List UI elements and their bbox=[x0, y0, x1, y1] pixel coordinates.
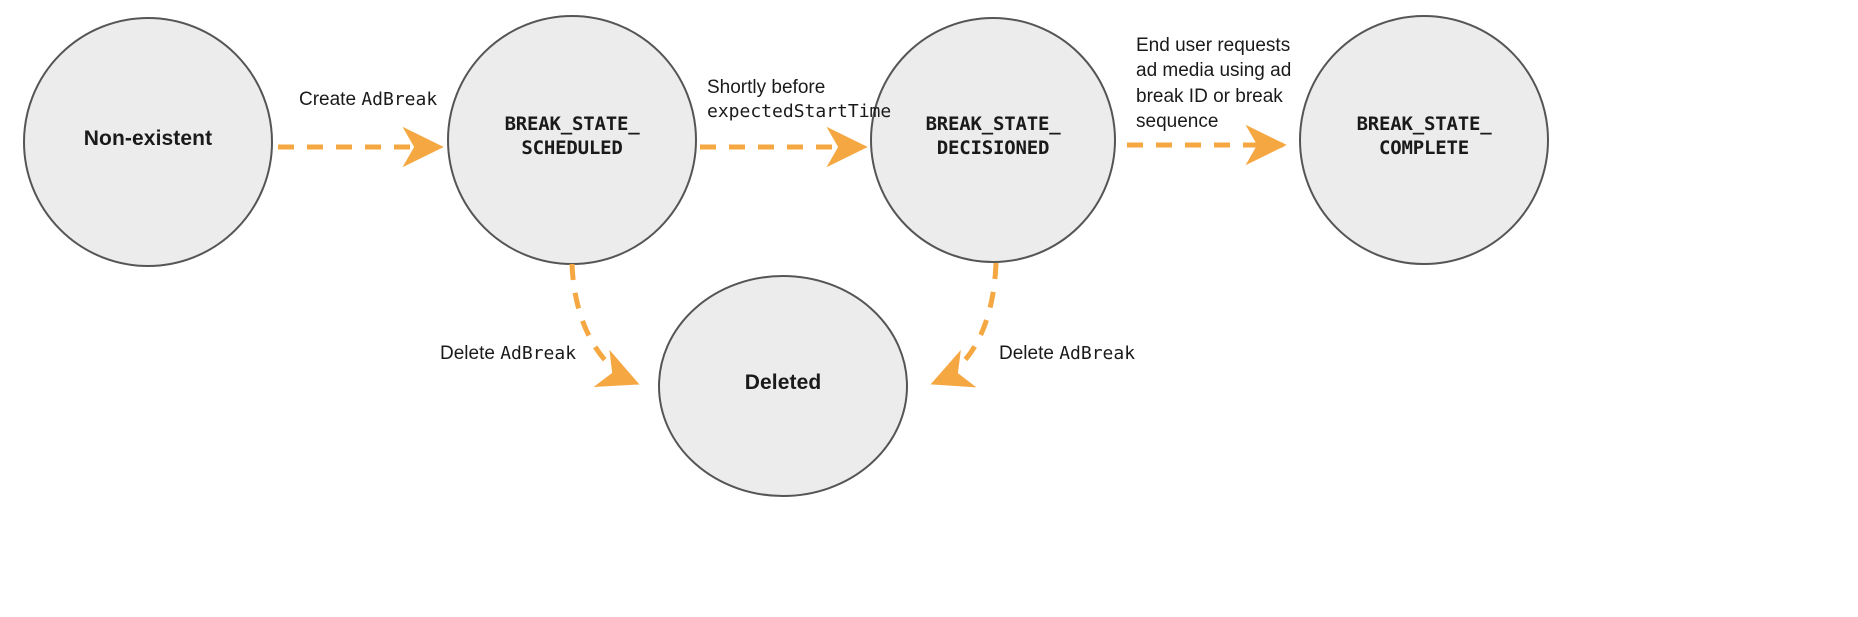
state-node-non-existent[interactable] bbox=[23, 17, 273, 267]
nodes-layer bbox=[23, 15, 1549, 497]
state-node-break-state-complete[interactable] bbox=[1299, 15, 1549, 265]
state-node-break-state-decisioned[interactable] bbox=[870, 17, 1116, 263]
edges-layer bbox=[278, 124, 1287, 388]
state-node-deleted[interactable] bbox=[658, 275, 908, 497]
transition-edge-delete-adbreak-from-scheduled[interactable] bbox=[569, 263, 640, 387]
transition-edge-delete-adbreak-from-decisioned[interactable] bbox=[930, 262, 999, 388]
state-node-break-state-scheduled[interactable] bbox=[447, 15, 697, 265]
